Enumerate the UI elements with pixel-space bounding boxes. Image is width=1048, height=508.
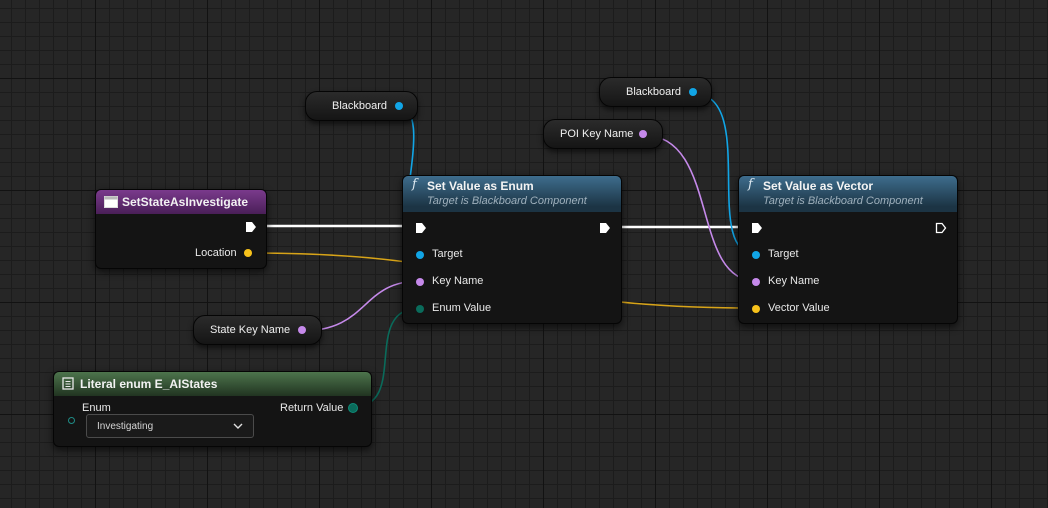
set-value-as-enum-title: Set Value as Enum (427, 179, 534, 193)
key-name-pin-label: Key Name (768, 275, 820, 287)
set-value-as-enum-node[interactable]: f Set Value as Enum Target is Blackboard… (402, 175, 622, 324)
exec-input-pin[interactable] (415, 222, 427, 234)
vector-value-input-pin[interactable] (752, 305, 760, 313)
set-value-as-vector-subtitle: Target is Blackboard Component (763, 195, 923, 207)
literal-enum-title: Literal enum E_AIStates (80, 377, 218, 391)
custom-event-title: SetStateAsInvestigate (122, 195, 249, 209)
state-key-name-output-pin[interactable] (298, 326, 306, 334)
exec-output-pin[interactable] (599, 222, 611, 234)
chevron-down-icon (233, 423, 243, 429)
key-name-input-pin[interactable] (752, 278, 760, 286)
target-input-pin[interactable] (752, 251, 760, 259)
target-input-pin[interactable] (416, 251, 424, 259)
custom-event-node[interactable]: SetStateAsInvestigate Location (95, 189, 267, 269)
blackboard-label: Blackboard (332, 100, 388, 112)
location-pin-label: Location (195, 247, 237, 259)
poi-key-name-getter-node[interactable]: POI Key Name (543, 119, 663, 149)
enum-value-dropdown[interactable]: Investigating (86, 414, 254, 438)
function-icon: f (412, 177, 417, 192)
vector-value-pin-label: Vector Value (768, 302, 830, 314)
function-icon: f (748, 177, 753, 192)
blackboard-getter-node[interactable]: Blackboard (305, 91, 418, 121)
exec-input-pin[interactable] (751, 222, 763, 234)
key-name-pin-label: Key Name (432, 275, 484, 287)
enum-pin-label: Enum (82, 402, 111, 414)
set-value-as-enum-subtitle: Target is Blackboard Component (427, 195, 587, 207)
blackboard-output-pin[interactable] (395, 102, 403, 110)
key-name-input-pin[interactable] (416, 278, 424, 286)
enum-selected-value: Investigating (97, 421, 154, 432)
wire-poi-key-to-vector-key (642, 134, 757, 282)
set-value-as-vector-node[interactable]: f Set Value as Vector Target is Blackboa… (738, 175, 958, 324)
custom-event-header: SetStateAsInvestigate (96, 190, 266, 214)
poi-key-name-label: POI Key Name (560, 128, 634, 140)
enum-input-pin[interactable] (68, 417, 75, 424)
literal-enum-node[interactable]: Literal enum E_AIStates Enum Investigati… (53, 371, 372, 447)
exec-output-pin-unconnected[interactable] (935, 222, 947, 234)
location-output-pin[interactable] (244, 249, 252, 257)
literal-node-icon (62, 377, 74, 390)
set-value-as-vector-title: Set Value as Vector (763, 179, 874, 193)
set-value-as-vector-header: f Set Value as Vector Target is Blackboa… (739, 176, 957, 212)
enum-value-input-pin[interactable] (416, 305, 424, 313)
literal-enum-header: Literal enum E_AIStates (54, 372, 371, 396)
set-value-as-enum-header: f Set Value as Enum Target is Blackboard… (403, 176, 621, 212)
blackboard-getter-node[interactable]: Blackboard (599, 77, 712, 107)
return-value-pin-label: Return Value (280, 402, 344, 414)
enum-value-pin-label: Enum Value (432, 302, 492, 314)
return-value-output-pin[interactable] (349, 404, 357, 412)
poi-key-name-output-pin[interactable] (639, 130, 647, 138)
state-key-name-getter-node[interactable]: State Key Name (193, 315, 322, 345)
event-icon (104, 196, 118, 208)
target-pin-label: Target (432, 248, 463, 260)
wire-state-key-to-enum-key (300, 280, 421, 332)
state-key-name-label: State Key Name (210, 324, 291, 336)
exec-output-pin[interactable] (245, 221, 257, 233)
target-pin-label: Target (768, 248, 799, 260)
blackboard-output-pin[interactable] (689, 88, 697, 96)
blackboard-label: Blackboard (626, 86, 682, 98)
